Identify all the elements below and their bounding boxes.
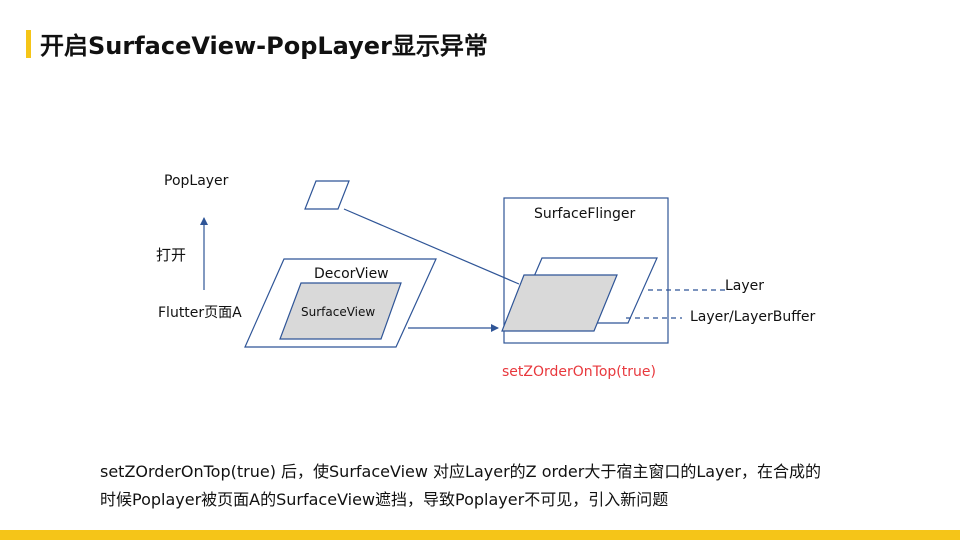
poplayer-label: PopLayer <box>164 173 229 189</box>
caption-line-1: setZOrderOnTop(true) 后，使SurfaceView 对应La… <box>100 462 821 481</box>
poplayer-to-layer-line <box>343 208 520 285</box>
poplayer-shape <box>304 180 350 210</box>
decorview-shape <box>244 258 437 348</box>
surfaceview-label: SurfaceView <box>301 305 376 319</box>
flutter-page-label: Flutter页面A <box>158 305 242 321</box>
layer-front-shape <box>501 274 618 332</box>
title-accent-bar <box>26 30 31 58</box>
caption-line-2: 时候Poplayer被页面A的SurfaceView遮挡，导致Poplayer不… <box>100 490 669 509</box>
surfaceflinger-box <box>503 197 669 344</box>
surfaceview-shape <box>279 282 402 340</box>
layer-buffer-label: Layer/LayerBuffer <box>690 309 816 325</box>
decorview-label: DecorView <box>314 266 389 282</box>
layer-label: Layer <box>725 278 765 294</box>
zorder-call-label: setZOrderOnTop(true) <box>502 364 656 380</box>
caption: setZOrderOnTop(true) 后，使SurfaceView 对应La… <box>100 458 821 514</box>
slide-title: 开启SurfaceView-PopLayer显示异常 <box>40 32 488 60</box>
open-label: 打开 <box>156 246 187 264</box>
footer-accent-bar <box>0 530 960 540</box>
surfaceflinger-label: SurfaceFlinger <box>534 206 636 222</box>
